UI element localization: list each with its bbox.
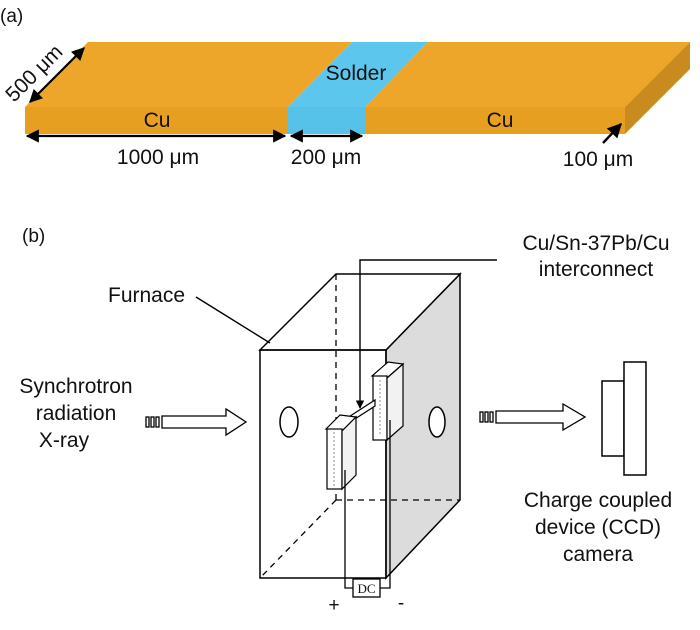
interconnect-sample — [324, 361, 405, 491]
source-label-line2: radiation — [36, 402, 117, 425]
cu-right-top — [365, 42, 690, 107]
panel-b-label: (b) — [22, 226, 45, 247]
cu-sn-cu-bar — [25, 42, 690, 134]
cu-length-label: 1000 μm — [117, 146, 199, 169]
camera-label-line2: device (CCD) — [535, 516, 661, 539]
furnace-leader-line — [195, 296, 271, 344]
exit-window — [428, 406, 446, 438]
cu-end-face — [625, 42, 690, 134]
cu-right-front — [365, 107, 625, 134]
thickness-arrow — [602, 122, 622, 144]
solder-top — [288, 42, 428, 107]
incoming-xray-arrow — [145, 407, 248, 437]
source-label-line3: X-ray — [39, 429, 90, 452]
thickness-label: 100 μm — [563, 148, 633, 171]
width-dimension-arrow — [29, 47, 85, 103]
furnace-label: Furnace — [108, 284, 185, 307]
dc-circuit — [344, 420, 391, 598]
interconnect-label-line2: interconnect — [539, 258, 654, 281]
panel-a-label: (a) — [0, 6, 23, 27]
dc-source — [352, 578, 381, 598]
furnace-front-face — [259, 349, 387, 579]
cu-left-label: Cu — [144, 109, 171, 132]
entrance-window — [279, 406, 299, 438]
dc-minus-label: - — [398, 593, 404, 614]
cu-left-top — [25, 42, 352, 107]
interconnect-leader-line — [355, 259, 497, 409]
ccd-camera — [601, 361, 647, 476]
solder-front — [288, 107, 365, 134]
dc-label: DC — [357, 581, 375, 596]
dc-plus-label: + — [328, 595, 339, 616]
interconnect-label-line1: Cu/Sn-37Pb/Cu — [522, 232, 669, 255]
solder-length-label: 200 μm — [291, 146, 361, 169]
source-label-line1: Synchrotron — [19, 375, 132, 398]
solder-label: Solder — [326, 62, 387, 85]
outgoing-xray-arrow — [479, 402, 587, 432]
cu-right-label: Cu — [487, 109, 514, 132]
camera-label-line1: Charge coupled — [524, 489, 672, 512]
camera-label-line3: camera — [563, 543, 633, 566]
